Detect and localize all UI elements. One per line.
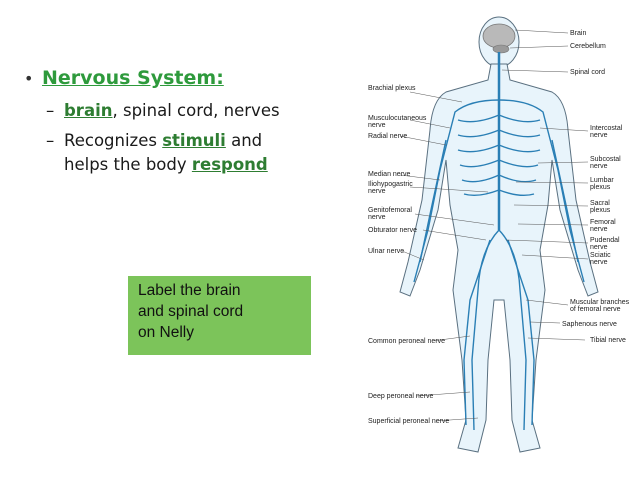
labels-right: Brain Cerebellum Spinal cord Intercostal… [562, 30, 630, 344]
nerve-network [413, 52, 585, 431]
label-musculocutaneous: Musculocutaneous [368, 115, 427, 122]
function-cont-prefix: helps the body [64, 155, 192, 174]
label-subcostal-nerve: nerve [590, 163, 608, 170]
instruction-note: Label the brain and spinal cord on Nelly [128, 276, 311, 355]
keyword-brain: brain [64, 101, 113, 120]
label-genitofemoral-nerve: nerve [368, 214, 386, 221]
note-line-2: and spinal cord [138, 303, 244, 320]
sub-bullet-function: –Recognizes stimuli and [46, 129, 354, 153]
note-line-1: Label the brain [138, 282, 241, 299]
label-median-nerve: Median nerve [368, 171, 411, 178]
labels-left: Brachial plexus Musculocutaneous nerve R… [368, 85, 449, 425]
label-obturator-nerve: Obturator nerve [368, 227, 417, 234]
label-sacral-plexus: plexus [590, 207, 611, 214]
label-muscular-branches: Muscular branches [570, 299, 630, 306]
body-figure-svg: Brachial plexus Musculocutaneous nerve R… [368, 16, 630, 453]
label-sciatic: Sciatic [590, 252, 611, 259]
label-cerebellum: Cerebellum [570, 43, 606, 50]
label-subcostal: Subcostal [590, 156, 621, 163]
heading-nervous-system: Nervous System: [42, 67, 224, 89]
nervous-system-diagram: Brachial plexus Musculocutaneous nerve R… [346, 0, 638, 479]
label-radial-nerve: Radial nerve [368, 133, 407, 140]
sub-bullet-components: –brain, spinal cord, nerves [46, 99, 354, 123]
label-lumbar-plexus: plexus [590, 184, 611, 191]
label-ulnar-nerve: Ulnar nerve [368, 248, 404, 255]
label-spinal-cord: Spinal cord [570, 69, 605, 76]
label-superficial-peroneal-nerve: Superficial peroneal nerve [368, 418, 449, 425]
label-brachial-plexus: Brachial plexus [368, 85, 416, 92]
label-sacral: Sacral [590, 200, 610, 207]
bullet-nervous-system: • Nervous System: [24, 64, 354, 93]
sub-bullet-function-cont: helps the body respond [64, 153, 354, 177]
label-lumbar: Lumbar [590, 177, 614, 184]
components-text: , spinal cord, nerves [112, 101, 280, 120]
keyword-stimuli: stimuli [162, 131, 226, 150]
label-iliohypogastric: Iliohypogastric [368, 181, 413, 188]
bullet-dot-icon: • [24, 69, 34, 88]
label-deep-peroneal-nerve: Deep peroneal nerve [368, 393, 433, 400]
brain-shape [482, 23, 516, 49]
label-brain: Brain [570, 30, 586, 37]
function-prefix: Recognizes [64, 131, 163, 150]
label-tibial-nerve: Tibial nerve [590, 337, 626, 344]
label-musculocutaneous-nerve: nerve [368, 122, 386, 129]
label-saphenous-nerve: Saphenous nerve [562, 321, 617, 328]
function-suffix: and [225, 131, 263, 150]
dash-icon: – [46, 101, 55, 120]
label-common-peroneal-nerve: Common peroneal nerve [368, 338, 445, 345]
label-femoral: Femoral [590, 219, 616, 226]
label-pudendal: Pudendal [590, 237, 620, 244]
label-of-femoral-nerve: of femoral nerve [570, 306, 621, 313]
keyword-respond: respond [191, 155, 268, 174]
label-genitofemoral: Genitofemoral [368, 207, 412, 214]
label-iliohypogastric-nerve: nerve [368, 188, 386, 195]
label-femoral-nerve: nerve [590, 226, 608, 233]
label-intercostal-nerve: nerve [590, 132, 608, 139]
label-intercostal: Intercostal [590, 125, 623, 132]
label-pudendal-nerve: nerve [590, 244, 608, 251]
label-sciatic-nerve: nerve [590, 259, 608, 266]
bullet-list: • Nervous System: –brain, spinal cord, ne… [24, 64, 354, 177]
note-line-3: on Nelly [138, 324, 194, 341]
cerebellum-shape [492, 44, 510, 54]
dash-icon: – [46, 131, 55, 150]
leader-lines [399, 29, 589, 422]
